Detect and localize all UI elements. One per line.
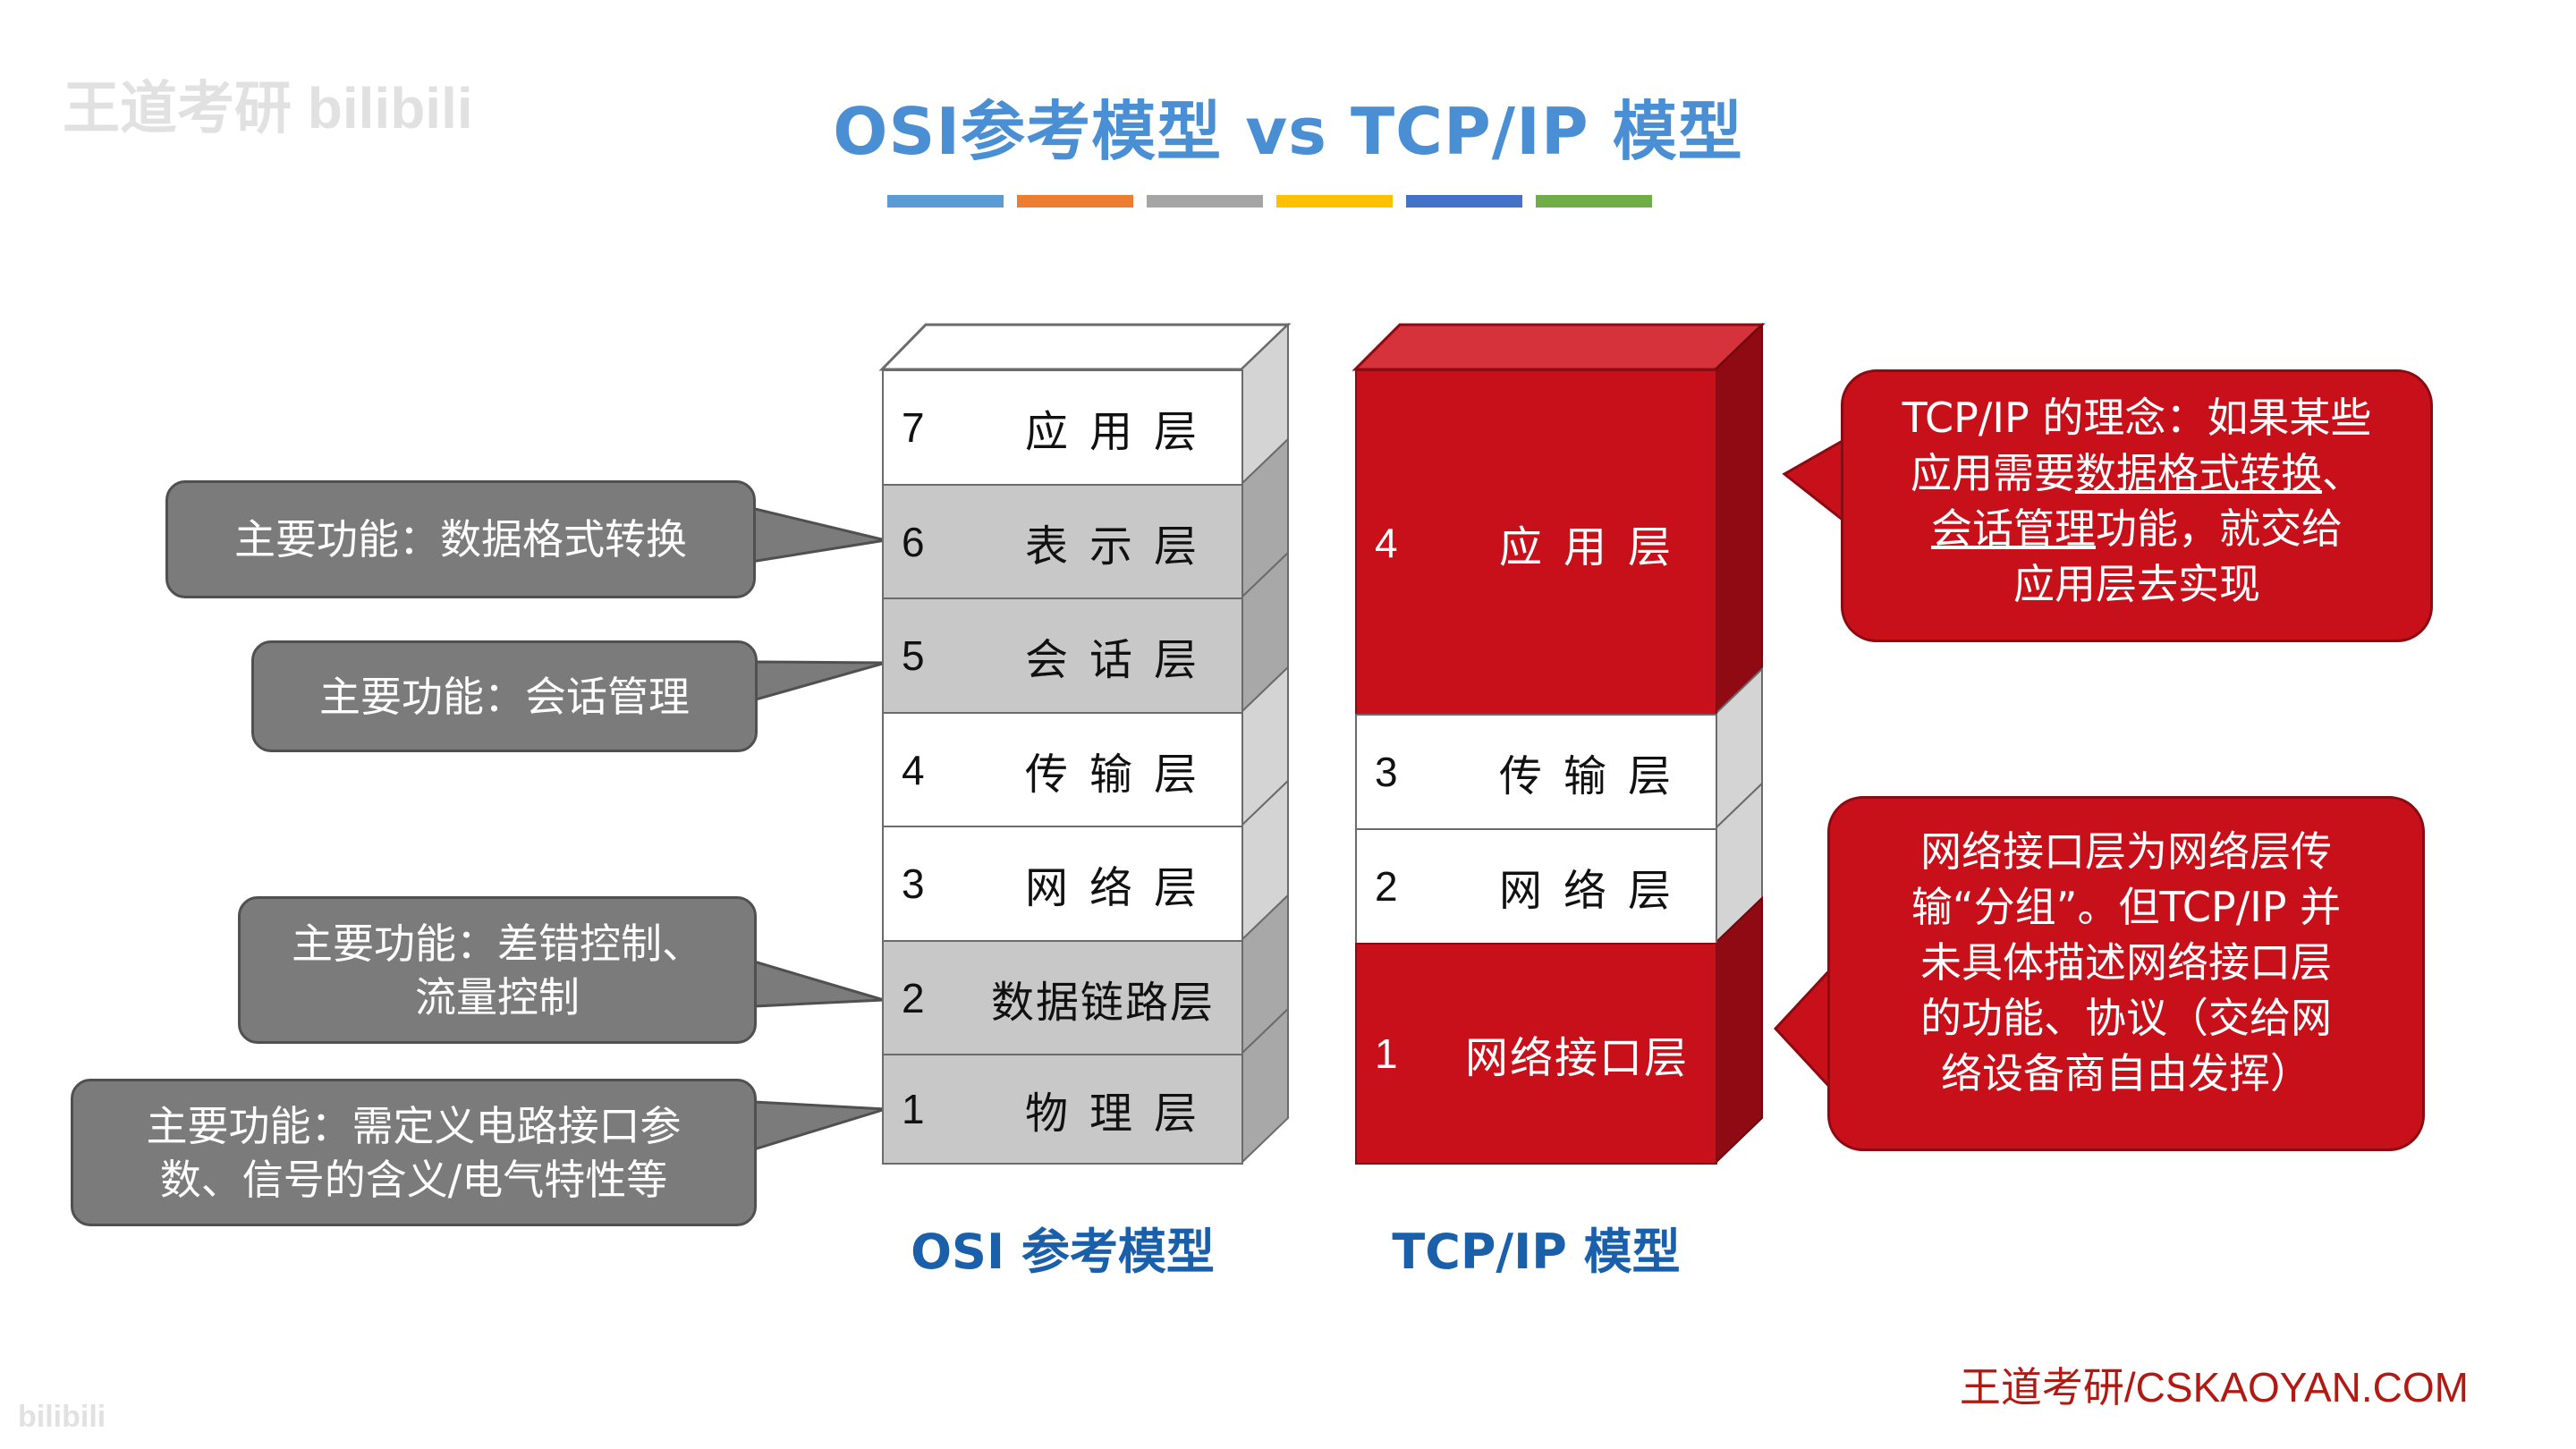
- callout-session-function: 主要功能：会话管理: [251, 640, 758, 752]
- callout-physical-function: 主要功能：需定义电路接口参 数、信号的含义/电气特性等: [71, 1079, 757, 1226]
- tcpip-side-1: [1715, 895, 1763, 1165]
- layer-name: 网络层: [1498, 866, 1692, 916]
- layer-name: 数据链路层: [990, 977, 1215, 1028]
- callout-text-line-1: 网络接口层为网络层传: [1920, 827, 2332, 876]
- tcpip-layer-3: 3 传输层: [1355, 714, 1717, 830]
- layer-name: 物理层: [1024, 1089, 1218, 1139]
- callout-text-line-1: 主要功能：需定义电路接口参: [146, 1101, 682, 1150]
- layer-name: 网络层: [1024, 863, 1218, 913]
- callout-text-line-4: 的功能、协议（交给网: [1920, 994, 2332, 1042]
- callout-text-line-2: 流量控制: [415, 972, 580, 1021]
- watermark-top-left: 王道考研 bilibili: [63, 76, 473, 140]
- color-bar-segment-1: [887, 195, 1004, 208]
- callout-text-line-4: 应用层去实现: [2013, 560, 2260, 608]
- osi-layer-2: 2 数据链路层: [882, 940, 1243, 1055]
- callout-pointer-presentation: [750, 506, 886, 564]
- tcpip-layer-1: 1 网络接口层: [1355, 943, 1717, 1165]
- layer-number: 7: [902, 404, 925, 451]
- layer-number: 1: [1375, 1030, 1398, 1077]
- osi-layer-6: 6 表示层: [882, 484, 1243, 599]
- color-bar-segment-2: [1017, 195, 1133, 208]
- callout-datalink-function: 主要功能：差错控制、 流量控制: [238, 896, 757, 1044]
- watermark-bottom-left: bilibili: [18, 1400, 106, 1434]
- tcpip-layer-2: 2 网络层: [1355, 828, 1717, 945]
- layer-name: 应用层: [1024, 407, 1218, 457]
- layer-number: 3: [1375, 749, 1398, 795]
- callout-text-line-3: 未具体描述网络接口层: [1920, 938, 2332, 987]
- layer-name: 传输层: [1498, 751, 1692, 801]
- layer-name: 应用层: [1498, 521, 1692, 572]
- tcpip-layer-4: 4 应用层: [1355, 369, 1717, 716]
- osi-layer-3: 3 网络层: [882, 826, 1243, 942]
- color-bar-segment-3: [1147, 195, 1263, 208]
- layer-name: 表示层: [1024, 521, 1218, 572]
- callout-text-line-1: 主要功能：差错控制、: [292, 919, 703, 968]
- layer-number: 3: [902, 860, 925, 907]
- callout-underlined-text: 会话管理: [1931, 504, 2096, 553]
- color-bar-segment-5: [1406, 195, 1522, 208]
- callout-text-line-2: 数、信号的含义/电气特性等: [159, 1155, 668, 1204]
- slide-title: OSI参考模型 vs TCP/IP 模型: [833, 94, 1743, 169]
- callout-text-line-1: TCP/IP 的理念：如果某些: [1902, 394, 2372, 442]
- callout-text-line-2: 输“分组”。但TCP/IP 并: [1911, 883, 2342, 931]
- callout-text-part: 应用需要: [1911, 449, 2075, 497]
- tcpip-side-4: [1715, 322, 1763, 716]
- layer-number: 1: [902, 1086, 925, 1132]
- color-bar-segment-4: [1276, 195, 1393, 208]
- osi-layer-4: 4 传输层: [882, 712, 1243, 827]
- layer-number: 4: [1375, 519, 1398, 566]
- callout-presentation-function: 主要功能：数据格式转换: [165, 480, 756, 598]
- callout-text-line-2: 应用需要数据格式转换、: [1870, 445, 2403, 501]
- layer-number: 2: [902, 974, 925, 1021]
- tcpip-stack-top: [1352, 323, 1766, 371]
- osi-stack-top: [878, 323, 1292, 371]
- layer-name: 网络接口层: [1464, 1033, 1689, 1083]
- callout-tcpip-idea: TCP/IP 的理念：如果某些 应用需要数据格式转换、 会话管理功能，就交给 应…: [1841, 369, 2433, 642]
- callout-pointer-datalink: [752, 959, 885, 1008]
- footer-brand: 王道考研/CSKAOYAN.COM: [1959, 1364, 2469, 1411]
- layer-number: 2: [1375, 863, 1398, 910]
- callout-pointer-physical: [752, 1100, 886, 1152]
- callout-text: 主要功能：会话管理: [319, 672, 690, 721]
- callout-text-part: 功能，就交给: [2096, 504, 2343, 553]
- callout-pointer-idea: [1782, 436, 1849, 527]
- callout-text-line-3: 会话管理功能，就交给: [1870, 501, 2403, 556]
- callout-text: 主要功能：数据格式转换: [234, 515, 687, 564]
- osi-layer-7: 7 应用层: [882, 369, 1243, 486]
- callout-pointer-session: [754, 660, 886, 701]
- osi-layer-5: 5 会话层: [882, 597, 1243, 714]
- callout-network-interface: 网络接口层为网络层传 输“分组”。但TCP/IP 并 未具体描述网络接口层 的功…: [1827, 796, 2425, 1151]
- callout-pointer-interface: [1773, 962, 1835, 1095]
- layer-name: 传输层: [1024, 749, 1218, 800]
- layer-name: 会话层: [1024, 635, 1218, 685]
- layer-number: 5: [902, 632, 925, 679]
- color-bar-segment-6: [1536, 195, 1652, 208]
- callout-text-line-5: 络设备商自由发挥）: [1941, 1049, 2311, 1097]
- osi-layer-1: 1 物理层: [882, 1054, 1243, 1165]
- layer-number: 4: [902, 746, 925, 793]
- callout-underlined-text: 数据格式转换: [2075, 449, 2322, 497]
- osi-caption: OSI 参考模型: [911, 1224, 1215, 1280]
- layer-number: 6: [902, 518, 925, 565]
- callout-text-part: 、: [2322, 449, 2363, 497]
- tcpip-caption: TCP/IP 模型: [1392, 1224, 1681, 1280]
